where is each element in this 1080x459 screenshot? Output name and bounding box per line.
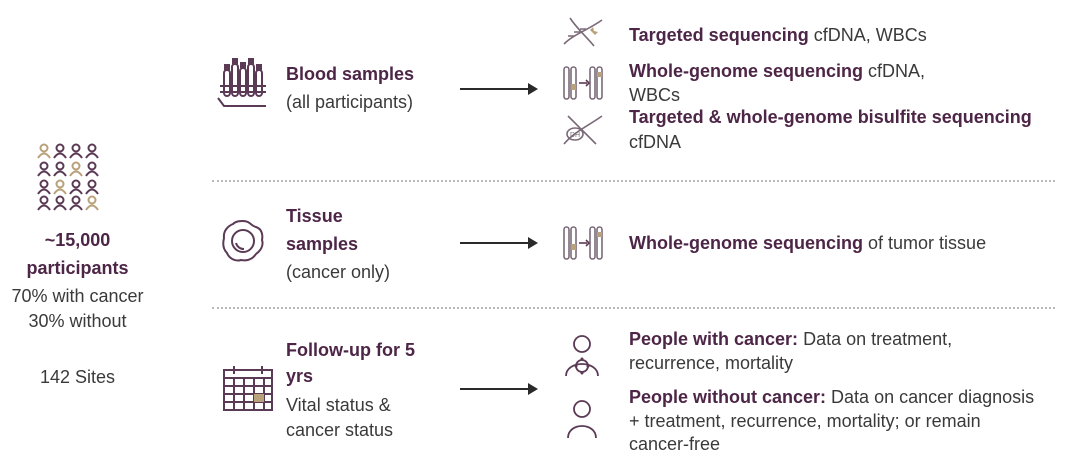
wgs-blood-text-line2: WBCs bbox=[629, 85, 680, 105]
blood-samples-subtitle: (all participants) bbox=[286, 92, 414, 112]
tissue-subtitle: (cancer only) bbox=[286, 262, 391, 282]
followup-title-line1: Follow-up for 5 bbox=[286, 340, 415, 360]
blood-samples-title: Blood samples bbox=[286, 64, 415, 84]
with-cancer-output-text: People with cancer: Data on treatment, bbox=[629, 329, 953, 349]
tissue-title-line1: Tissue bbox=[286, 206, 343, 226]
bisulfite-sequencing-icon: DH bbox=[563, 115, 603, 145]
participants-count: ~15,000 bbox=[44, 230, 111, 250]
calendar-icon bbox=[223, 366, 273, 411]
dh-label: DH bbox=[570, 132, 580, 139]
participants-label: participants bbox=[26, 258, 129, 278]
tissue-cell-icon bbox=[222, 219, 264, 262]
followup-title-line2: yrs bbox=[286, 366, 314, 386]
bisulfite-sequencing-detail: cfDNA bbox=[629, 132, 682, 152]
sites-text: 142 Sites bbox=[39, 367, 116, 387]
person-with-cancer-icon bbox=[565, 335, 599, 377]
without-cancer-output-line2: + treatment, recurrence, mortality; or r… bbox=[629, 411, 981, 431]
wgs-tissue-chromosome-icon bbox=[563, 226, 603, 260]
divider-1 bbox=[212, 180, 1055, 182]
targeted-sequencing-text: Targeted sequencing cfDNA, WBCs bbox=[629, 25, 927, 45]
divider-2 bbox=[212, 307, 1055, 309]
followup-subtitle-line1: Vital status & bbox=[286, 395, 391, 415]
without-cancer-output-text: People without cancer: Data on cancer di… bbox=[629, 387, 1035, 407]
blood-tubes-icon bbox=[217, 58, 266, 107]
targeted-sequencing-icon bbox=[563, 17, 603, 47]
participants-icon bbox=[37, 143, 99, 211]
wgs-tissue-text: Whole-genome sequencing of tumor tissue bbox=[629, 233, 987, 253]
person-without-cancer-icon bbox=[567, 400, 597, 439]
with-cancer-output-line2: recurrence, mortality bbox=[629, 353, 794, 373]
followup-subtitle-line2: cancer status bbox=[286, 420, 394, 440]
bisulfite-sequencing-title: Targeted & whole-genome bisulfite sequen… bbox=[629, 107, 1032, 127]
tissue-title-line2: samples bbox=[286, 234, 359, 254]
with-cancer-text: 70% with cancer bbox=[11, 286, 144, 306]
tissue-arrow bbox=[460, 237, 538, 249]
followup-arrow bbox=[460, 383, 538, 395]
without-cancer-output-line3: cancer-free bbox=[629, 434, 721, 454]
without-cancer-text: 30% without bbox=[28, 311, 127, 331]
blood-arrow bbox=[460, 83, 538, 95]
wgs-chromosome-icon bbox=[563, 66, 603, 100]
wgs-blood-text: Whole-genome sequencing cfDNA, bbox=[629, 61, 926, 81]
